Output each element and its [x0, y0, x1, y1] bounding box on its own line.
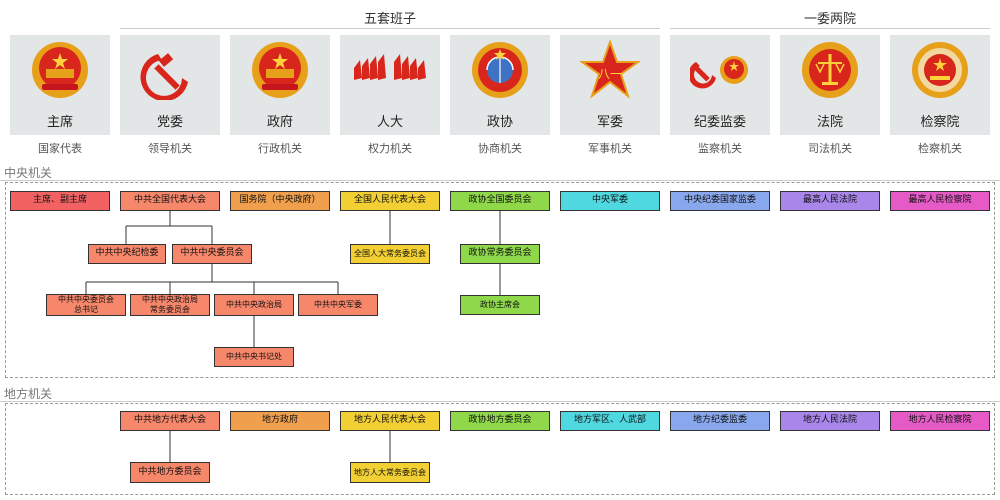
- card-role: 监察机关: [698, 142, 742, 155]
- node-general-secretary-line2: 总书记: [74, 305, 98, 314]
- section-divider-central: [0, 180, 1000, 181]
- group-title-one-two: 一委两院: [803, 12, 856, 27]
- node-npc-standing[interactable]: 全国人大常务委员会: [350, 244, 430, 264]
- node-cppcc-standing[interactable]: 政协常务委员会: [460, 244, 540, 264]
- party-state-emblems-icon: [690, 56, 748, 89]
- card-court[interactable]: 法院: [780, 35, 880, 135]
- card-role: 行政机关: [258, 142, 302, 155]
- army-star-icon: 八一: [580, 40, 640, 99]
- card-name: 主席: [46, 115, 73, 130]
- section-label-local: 地方机关: [4, 387, 53, 401]
- node-chairman[interactable]: 主席、副主席: [10, 191, 110, 211]
- node-local-congress-standing[interactable]: 地方人大常务委员会: [350, 462, 430, 483]
- node-secretariat[interactable]: 中共中央书记处: [214, 347, 294, 367]
- node-politburo-standing-line2: 常务委员会: [150, 305, 190, 314]
- section-box-central: [5, 182, 995, 378]
- section-box-local: [5, 403, 995, 495]
- card-name: 人大: [376, 115, 403, 130]
- node-cppcc[interactable]: 政协全国委员会: [450, 191, 550, 211]
- card-party[interactable]: 党委: [120, 35, 220, 135]
- node-state-council[interactable]: 国务院（中央政府）: [230, 191, 330, 211]
- national-emblem-icon: [252, 42, 308, 98]
- court-emblem-icon: [802, 42, 858, 98]
- card-cmc[interactable]: 八一 军委: [560, 35, 660, 135]
- card-role: 协商机关: [478, 142, 522, 155]
- card-name: 党委: [156, 115, 183, 130]
- card-name: 政府: [266, 115, 293, 130]
- node-politburo-standing[interactable]: 中共中央政治局 常务委员会: [130, 294, 210, 316]
- card-npc[interactable]: 人大: [340, 35, 440, 135]
- card-role: 国家代表: [38, 142, 82, 155]
- node-party-congress[interactable]: 中共全国代表大会: [120, 191, 220, 211]
- node-central-committee[interactable]: 中共中央委员会: [172, 244, 252, 264]
- card-procuratorate[interactable]: 检察院: [890, 35, 990, 135]
- group-divider-five: [120, 28, 660, 29]
- card-role: 检察机关: [918, 142, 962, 155]
- node-general-secretary[interactable]: 中共中央委员会 总书记: [46, 294, 126, 316]
- node-politburo[interactable]: 中共中央政治局: [214, 294, 294, 316]
- node-discipline[interactable]: 中共中央纪检委: [88, 244, 166, 264]
- card-role: 领导机关: [148, 142, 192, 155]
- procuratorate-emblem-icon: [912, 42, 968, 98]
- node-local-court[interactable]: 地方人民法院: [780, 411, 880, 431]
- node-local-congress[interactable]: 地方人民代表大会: [340, 411, 440, 431]
- node-cppcc-chair[interactable]: 政协主席会: [460, 295, 540, 315]
- card-name: 军委: [596, 115, 623, 130]
- national-emblem-icon: [32, 42, 88, 98]
- card-name: 纪委监委: [693, 115, 746, 130]
- node-local-supervision[interactable]: 地方纪委监委: [670, 411, 770, 431]
- node-politburo-standing-line1: 中共中央政治局: [142, 295, 198, 304]
- node-local-procuratorate[interactable]: 地方人民检察院: [890, 411, 990, 431]
- card-supervision[interactable]: 纪委监委: [670, 35, 770, 135]
- card-chairman[interactable]: 主席: [10, 35, 110, 135]
- card-role: 军事机关: [588, 142, 632, 155]
- node-local-government[interactable]: 地方政府: [230, 411, 330, 431]
- svg-text:八一: 八一: [598, 67, 622, 81]
- node-supreme-court[interactable]: 最高人民法院: [780, 191, 880, 211]
- node-npc[interactable]: 全国人民代表大会: [340, 191, 440, 211]
- card-role: 司法机关: [808, 142, 852, 155]
- node-cmc[interactable]: 中央军委: [560, 191, 660, 211]
- group-title-five: 五套班子: [363, 12, 416, 27]
- card-name: 政协: [486, 115, 513, 130]
- node-general-secretary-line1: 中共中央委员会: [58, 295, 114, 304]
- red-flags-icon: [354, 54, 426, 80]
- group-divider-one-two: [670, 28, 990, 29]
- node-local-party-committee[interactable]: 中共地方委员会: [130, 462, 210, 483]
- card-name: 检察院: [920, 115, 960, 130]
- cppcc-emblem-icon: [472, 42, 528, 98]
- card-role: 权力机关: [368, 142, 412, 155]
- section-label-central: 中央机关: [4, 166, 53, 180]
- section-divider-local: [0, 401, 1000, 402]
- card-name: 法院: [816, 115, 843, 130]
- node-local-military[interactable]: 地方军区、人武部: [560, 411, 660, 431]
- card-government[interactable]: 政府: [230, 35, 330, 135]
- node-local-cppcc[interactable]: 政协地方委员会: [450, 411, 550, 431]
- node-central-supervision[interactable]: 中央纪委国家监委: [670, 191, 770, 211]
- node-local-party-congress[interactable]: 中共地方代表大会: [120, 411, 220, 431]
- node-party-military[interactable]: 中共中央军委: [298, 294, 378, 316]
- hammer-sickle-icon: [140, 53, 188, 100]
- node-supreme-procuratorate[interactable]: 最高人民检察院: [890, 191, 990, 211]
- card-cppcc[interactable]: 政协: [450, 35, 550, 135]
